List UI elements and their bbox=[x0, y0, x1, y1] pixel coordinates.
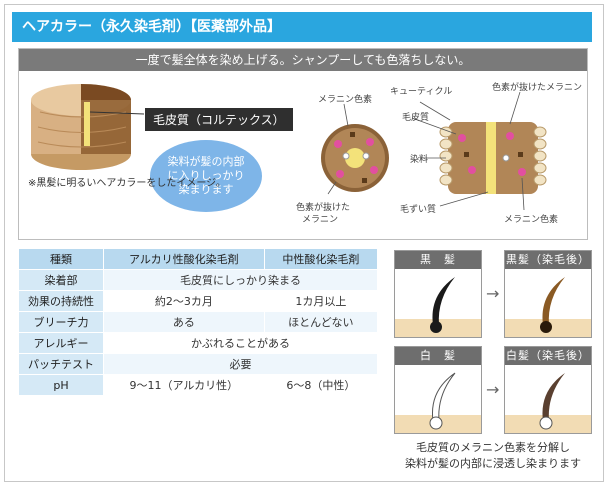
page-title: ヘアカラー（永久染毛剤）【医薬部外品】 bbox=[12, 12, 592, 42]
hair-card-black-after: 黒髪（染毛後） bbox=[504, 250, 592, 338]
hair-caption: 毛皮質のメラニン色素を分解し 染料が髪の内部に浸透し染まります bbox=[388, 440, 598, 472]
label-medulla: 毛ずい質 bbox=[400, 205, 437, 215]
row-label: 効果の持続性 bbox=[18, 290, 104, 312]
table-row: ブリーチ力 ある ほとんどない bbox=[18, 311, 379, 333]
black-hair-icon bbox=[395, 277, 481, 337]
table-cell: 1カ月以上 bbox=[263, 290, 379, 312]
label-melanin-pigment-bottom: メラニン色素 bbox=[504, 215, 559, 225]
table-cell: ある bbox=[103, 311, 265, 333]
white-hair-icon bbox=[395, 372, 481, 433]
caption-line-2: 染料が髪の内部に浸透し染まります bbox=[405, 457, 581, 470]
hair-card-caption: 黒髪（染毛後） bbox=[505, 251, 591, 269]
table-cell: ほとんどない bbox=[263, 311, 379, 333]
label-dye: 染料 bbox=[410, 155, 429, 165]
row-label: pH bbox=[18, 374, 104, 396]
row-label: 染着部 bbox=[18, 269, 104, 291]
label-bleached-melanin-left-1: 色素が抜けた bbox=[296, 203, 351, 213]
caption-line-1: 毛皮質のメラニン色素を分解し bbox=[416, 441, 570, 454]
table-header-row: 種類 アルカリ性酸化染毛剤 中性酸化染毛剤 bbox=[18, 248, 379, 270]
table-cell: 必要 bbox=[103, 353, 378, 375]
hair-card-caption: 黒 髪 bbox=[395, 251, 481, 269]
image-note: ※黒髪に明るいヘアカラーをしたイメージ。 bbox=[28, 178, 226, 189]
label-melanin-pigment: メラニン色素 bbox=[318, 95, 373, 105]
hair-card-white-after: 白髪（染毛後） bbox=[504, 346, 592, 434]
hair-card-black: 黒 髪 bbox=[394, 250, 482, 338]
label-bleached-melanin-left-2: メラニン bbox=[302, 215, 339, 225]
table-row: パッチテスト 必要 bbox=[18, 353, 378, 375]
table-cell: かぶれることがある bbox=[103, 332, 378, 354]
bubble-text: 染料が髪の内部に入りしっかり染まります bbox=[167, 155, 245, 196]
row-label: ブリーチ力 bbox=[18, 311, 104, 333]
dyed-white-hair-icon bbox=[505, 373, 591, 433]
row-label: アレルギー bbox=[18, 332, 104, 354]
hair-card-caption: 白髪（染毛後） bbox=[505, 347, 591, 365]
label-cortex: 毛皮質 bbox=[402, 113, 430, 123]
comparison-table: 種類 アルカリ性酸化染毛剤 中性酸化染毛剤 染着部 毛皮質にしっかり染まる 効果… bbox=[18, 248, 379, 396]
table-cell: 毛皮質にしっかり染まる bbox=[103, 269, 378, 291]
dye-penetration-bubble: 染料が髪の内部に入りしっかり染まります bbox=[150, 140, 262, 212]
hair-structure-diagram bbox=[321, 92, 547, 211]
arrow-icon: → bbox=[486, 380, 500, 399]
table-row: pH 9～11（アルカリ性） 6～8（中性） bbox=[18, 374, 379, 396]
table-cell: 6～8（中性） bbox=[263, 374, 379, 396]
label-bleached-melanin-top: 色素が抜けたメラニン bbox=[492, 83, 583, 93]
arrow-icon: → bbox=[486, 284, 500, 303]
mechanism-panel: 一度で髪全体を染め上げる。シャンプーしても色落ちしない。 bbox=[18, 48, 588, 240]
hair-card-white: 白 髪 bbox=[394, 346, 482, 434]
table-header-type: 種類 bbox=[18, 248, 104, 270]
row-label: パッチテスト bbox=[18, 353, 104, 375]
table-cell: 9～11（アルカリ性） bbox=[103, 374, 265, 396]
label-cuticle: キューティクル bbox=[390, 87, 453, 97]
hair-card-caption: 白 髪 bbox=[395, 347, 481, 365]
panel-header: 一度で髪全体を染め上げる。シャンプーしても色落ちしない。 bbox=[19, 49, 587, 71]
table-row: 効果の持続性 約2～3カ月 1カ月以上 bbox=[18, 290, 379, 312]
table-header-alkaline: アルカリ性酸化染毛剤 bbox=[103, 248, 265, 270]
table-row: アレルギー かぶれることがある bbox=[18, 332, 378, 354]
cortex-label: 毛皮質（コルテックス） bbox=[145, 108, 293, 131]
table-header-neutral: 中性酸化染毛剤 bbox=[263, 248, 379, 270]
table-row: 染着部 毛皮質にしっかり染まる bbox=[18, 269, 378, 291]
hair-cross-section-illustration bbox=[31, 84, 145, 170]
table-cell: 約2～3カ月 bbox=[103, 290, 265, 312]
dyed-black-hair-icon bbox=[505, 277, 591, 337]
